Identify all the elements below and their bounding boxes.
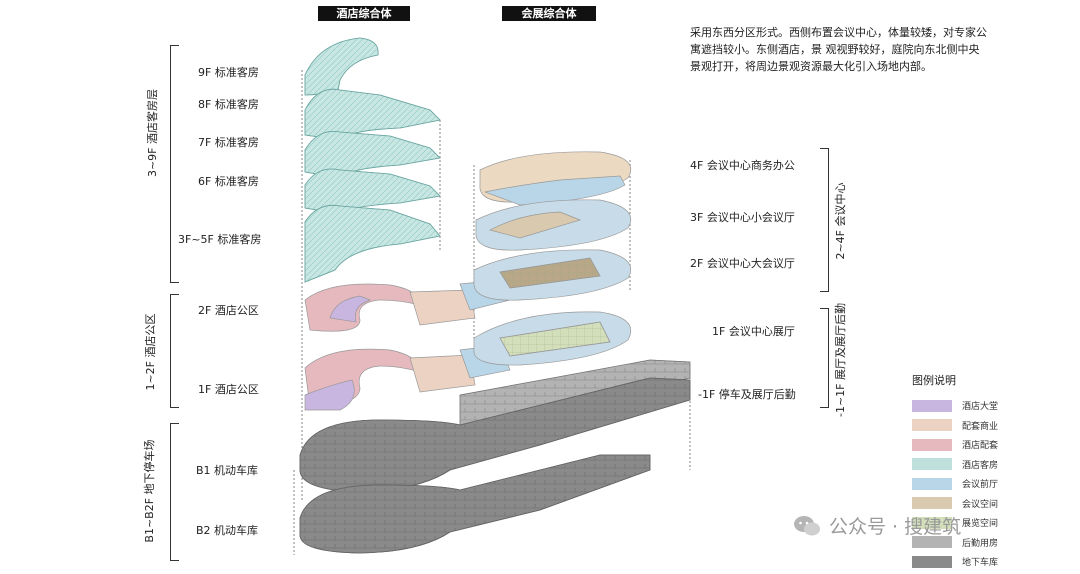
conference-2f-slab xyxy=(473,249,632,301)
bracket-hotel-public xyxy=(170,294,179,408)
legend-label: 酒店配套 xyxy=(962,441,999,452)
legend-swatch xyxy=(912,555,952,568)
legend-swatch xyxy=(912,438,952,451)
group-label-hotel-rooms: 3~9F 酒店客房层 xyxy=(146,88,159,178)
floor-label-2f-conf: 2F 会议中心大会议厅 xyxy=(690,257,795,270)
legend-swatch xyxy=(912,458,952,471)
legend-label: 后勤用房 xyxy=(962,538,999,549)
wechat-icon xyxy=(794,515,820,535)
floor-label-8f: 8F 标准客房 xyxy=(198,98,259,111)
hotel-room-tower xyxy=(304,37,441,283)
legend-label: 会议空间 xyxy=(962,499,999,510)
legend-swatch xyxy=(912,536,952,549)
hotel-complex-header: 酒店综合体 xyxy=(318,6,410,21)
b1-garage-slab xyxy=(299,377,691,493)
legend-swatch xyxy=(912,477,952,490)
floor-label-2f: 2F 酒店公区 xyxy=(198,304,259,317)
floor-label-9f: 9F 标准客房 xyxy=(198,66,259,79)
legend-swatch xyxy=(912,516,952,529)
group-label-expo-hall: -1~1F 展厅及展厅后勤 xyxy=(834,303,847,418)
legend-label: 酒店客房 xyxy=(962,460,999,471)
bracket-expo-hall xyxy=(820,308,829,408)
group-label-conference: 2~4F 会议中心 xyxy=(834,182,847,260)
floor-label-4f-conf: 4F 会议中心商务办公 xyxy=(690,159,795,172)
expo-complex-header: 会展综合体 xyxy=(502,6,596,21)
legend-item: 会议空间 xyxy=(912,494,1032,514)
legend-label: 酒店大堂 xyxy=(962,402,999,413)
legend-item: 会议前厅 xyxy=(912,474,1032,494)
floor-label-1f: 1F 酒店公区 xyxy=(198,383,259,396)
conference-4f-slab xyxy=(479,151,632,206)
legend-item: 后勤用房 xyxy=(912,533,1032,553)
floor-label-6f: 6F 标准客房 xyxy=(198,175,259,188)
group-label-parking: B1~B2F 地下停车场 xyxy=(143,439,156,543)
bracket-conference xyxy=(820,148,829,292)
legend-label: 会议前厅 xyxy=(962,480,999,491)
floor-label-7f: 7F 标准客房 xyxy=(198,136,259,149)
floor-label-b1-conf: -1F 停车及展厅后勤 xyxy=(698,388,796,401)
floor-label-3f-5f: 3F~5F 标准客房 xyxy=(178,233,262,246)
legend-swatch xyxy=(912,399,952,412)
legend-label: 地下车库 xyxy=(962,558,999,569)
legend-item: 酒店客房 xyxy=(912,455,1032,475)
legend-item: 地下车库 xyxy=(912,552,1032,572)
conference-3f-slab xyxy=(475,199,632,251)
floor-label-b2: B2 机动车库 xyxy=(196,524,259,537)
legend-label: 配套商业 xyxy=(962,421,999,432)
legend-label: 展览空间 xyxy=(962,519,999,530)
group-label-hotel-public: 1~2F 酒店公区 xyxy=(144,313,157,391)
legend-swatch xyxy=(912,497,952,510)
legend-item: 配套商业 xyxy=(912,416,1032,436)
conference-1f-slab xyxy=(473,311,632,366)
bracket-hotel-rooms xyxy=(170,45,179,283)
floor-label-1f-conf: 1F 会议中心展厅 xyxy=(712,325,795,338)
legend-item: 酒店配套 xyxy=(912,435,1032,455)
legend-item: 酒店大堂 xyxy=(912,396,1032,416)
watermark: 公众号 · 搜建筑 xyxy=(793,512,961,539)
floor-label-3f-conf: 3F 会议中心小会议厅 xyxy=(690,211,795,224)
legend: 图例说明 酒店大堂配套商业酒店配套酒店客房会议前厅会议空间展览空间后勤用房地下车… xyxy=(912,372,1032,572)
floor-label-b1: B1 机动车库 xyxy=(196,464,259,477)
b2-garage-slab xyxy=(299,454,651,554)
legend-swatch xyxy=(912,419,952,432)
legend-title: 图例说明 xyxy=(912,374,956,387)
watermark-text: 公众号 · 搜建筑 xyxy=(829,516,962,538)
legend-item: 展览空间 xyxy=(912,513,1032,533)
design-description: 采用东西分区形式。西侧布置会议中心，体量较矮，对专家公寓遮挡较小。东侧酒店，景 … xyxy=(690,26,987,73)
bracket-parking xyxy=(170,423,179,561)
